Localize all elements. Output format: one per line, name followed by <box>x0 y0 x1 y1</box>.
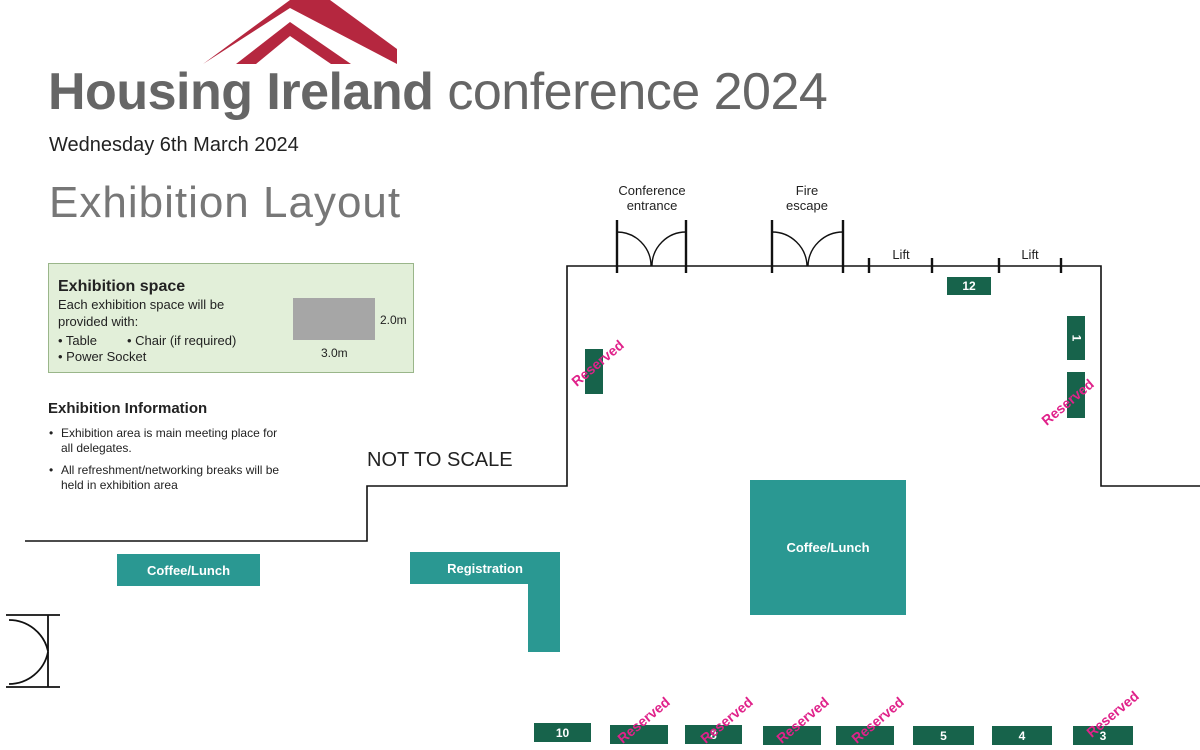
exhibition-space-line1: Each exhibition space will be <box>58 297 225 312</box>
stand-9-reserved[interactable] <box>610 725 668 744</box>
coffee-lunch-area-left: Coffee/Lunch <box>117 554 260 586</box>
exhibition-space-title: Exhibition space <box>58 278 186 295</box>
item-chair: • Chair (if required) <box>127 333 237 348</box>
height-label: 2.0m <box>380 313 407 327</box>
stand-5[interactable]: 5 <box>913 726 974 745</box>
coffee-lunch-area-main: Coffee/Lunch <box>750 480 906 615</box>
page-subtitle: Exhibition Layout <box>49 178 402 227</box>
lift-label: Lift <box>1021 247 1039 262</box>
stand-3[interactable]: 3 <box>1073 726 1133 745</box>
info-bullet: •All refreshment/networking breaks will … <box>49 463 280 492</box>
exhibition-space-line2: provided with: <box>58 314 139 329</box>
item-table: • Table <box>58 333 98 348</box>
stand-4[interactable]: 4 <box>992 726 1052 745</box>
width-label: 3.0m <box>321 346 348 360</box>
stand-2-reserved[interactable] <box>1067 372 1085 418</box>
registration-desk: Registration <box>410 552 560 584</box>
registration-desk-arm <box>528 584 560 652</box>
stand-10[interactable]: 10 <box>534 723 591 742</box>
fire-escape-label: Fire escape <box>786 183 828 213</box>
stand-size-swatch <box>293 298 375 340</box>
item-power: • Power Socket <box>58 349 147 364</box>
conference-entrance-label: Conference entrance <box>618 183 686 213</box>
exhibition-info-title: Exhibition Information <box>48 400 208 417</box>
brand-light: conference 2024 <box>447 63 828 121</box>
not-to-scale-label: NOT TO SCALE <box>367 449 513 471</box>
info-bullet: •Exhibition area is main meeting place f… <box>49 426 278 455</box>
stand-1[interactable]: 1 <box>1067 316 1085 360</box>
conference-title: Housing Ireland conference 2024 <box>48 62 828 122</box>
exhibition-space-box: Exhibition space Each exhibition space w… <box>48 263 414 373</box>
stand-8[interactable]: 8 <box>685 725 742 744</box>
event-date: Wednesday 6th March 2024 <box>49 134 299 156</box>
lift-label: Lift <box>892 247 910 262</box>
stand-6-reserved[interactable] <box>836 726 894 745</box>
stand-7-reserved[interactable] <box>763 726 821 745</box>
brand-bold: Housing Ireland <box>48 63 434 121</box>
stand-12[interactable]: 12 <box>947 277 991 295</box>
stand-11-reserved[interactable] <box>585 349 603 394</box>
